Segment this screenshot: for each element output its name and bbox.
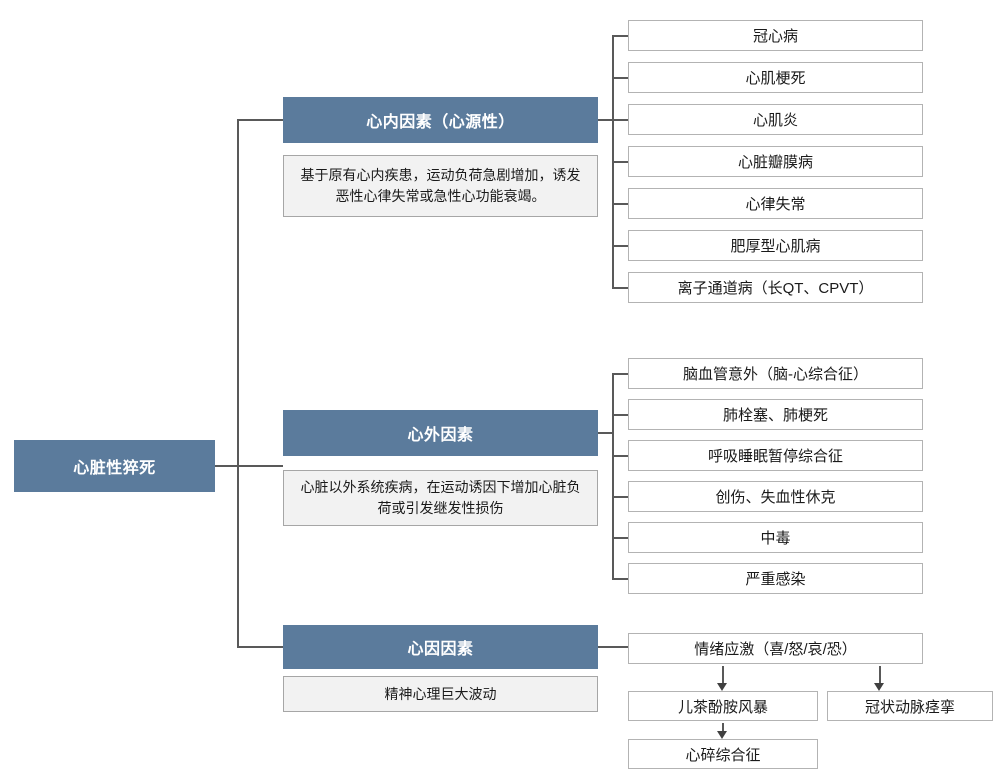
leaf-item-emotional-stress: 情绪应激（喜/怒/哀/恐） (628, 633, 923, 664)
arrow-down-icon (874, 683, 884, 691)
leaf-item: 心脏瓣膜病 (628, 146, 923, 177)
connector-line (612, 496, 628, 498)
connector-line (612, 414, 628, 416)
connector-line (722, 723, 724, 732)
branch-extracardiac-description: 心脏以外系统疾病，在运动诱因下增加心脏负荷或引发继发性损伤 (283, 470, 598, 526)
connector-line (612, 287, 628, 289)
connector-line (215, 465, 283, 467)
connector-line (722, 666, 724, 683)
branch-intracardiac-description: 基于原有心内疾患，运动负荷急剧增加，诱发恶性心律失常或急性心功能衰竭。 (283, 155, 598, 217)
leaf-item: 严重感染 (628, 563, 923, 594)
leaf-item: 心肌炎 (628, 104, 923, 135)
leaf-item: 中毒 (628, 522, 923, 553)
connector-line (879, 666, 881, 683)
connector-line (612, 77, 628, 79)
leaf-item: 肺栓塞、肺梗死 (628, 399, 923, 430)
connector-line (612, 578, 628, 580)
connector-line (598, 646, 628, 648)
connector-line (598, 119, 613, 121)
connector-line (237, 119, 239, 647)
branch-intracardiac-header: 心内因素（心源性） (283, 97, 598, 143)
connector-line (612, 119, 628, 121)
connector-line (612, 455, 628, 457)
leaf-item: 呼吸睡眠暂停综合征 (628, 440, 923, 471)
connector-line (612, 245, 628, 247)
connector-line (237, 646, 284, 648)
leaf-item: 创伤、失血性休克 (628, 481, 923, 512)
leaf-item: 心律失常 (628, 188, 923, 219)
connector-line (612, 373, 628, 375)
branch-psychogenic-header: 心因因素 (283, 625, 598, 669)
leaf-item: 脑血管意外（脑-心综合征） (628, 358, 923, 389)
connector-line (612, 35, 628, 37)
leaf-item-broken-heart-syndrome: 心碎综合征 (628, 739, 818, 769)
leaf-item: 肥厚型心肌病 (628, 230, 923, 261)
leaf-item-coronary-spasm: 冠状动脉痉挛 (827, 691, 993, 721)
leaf-item: 心肌梗死 (628, 62, 923, 93)
root-node: 心脏性猝死 (14, 440, 215, 492)
arrow-down-icon (717, 731, 727, 739)
connector-line (612, 203, 628, 205)
connector-line (612, 537, 628, 539)
arrow-down-icon (717, 683, 727, 691)
leaf-item-catecholamine-storm: 儿茶酚胺风暴 (628, 691, 818, 721)
connector-line (612, 373, 614, 578)
leaf-item: 冠心病 (628, 20, 923, 51)
branch-extracardiac-header: 心外因素 (283, 410, 598, 456)
connector-line (612, 161, 628, 163)
branch-psychogenic-description: 精神心理巨大波动 (283, 676, 598, 712)
leaf-item: 离子通道病（长QT、CPVT） (628, 272, 923, 303)
connector-line (237, 119, 284, 121)
connector-line (598, 432, 613, 434)
